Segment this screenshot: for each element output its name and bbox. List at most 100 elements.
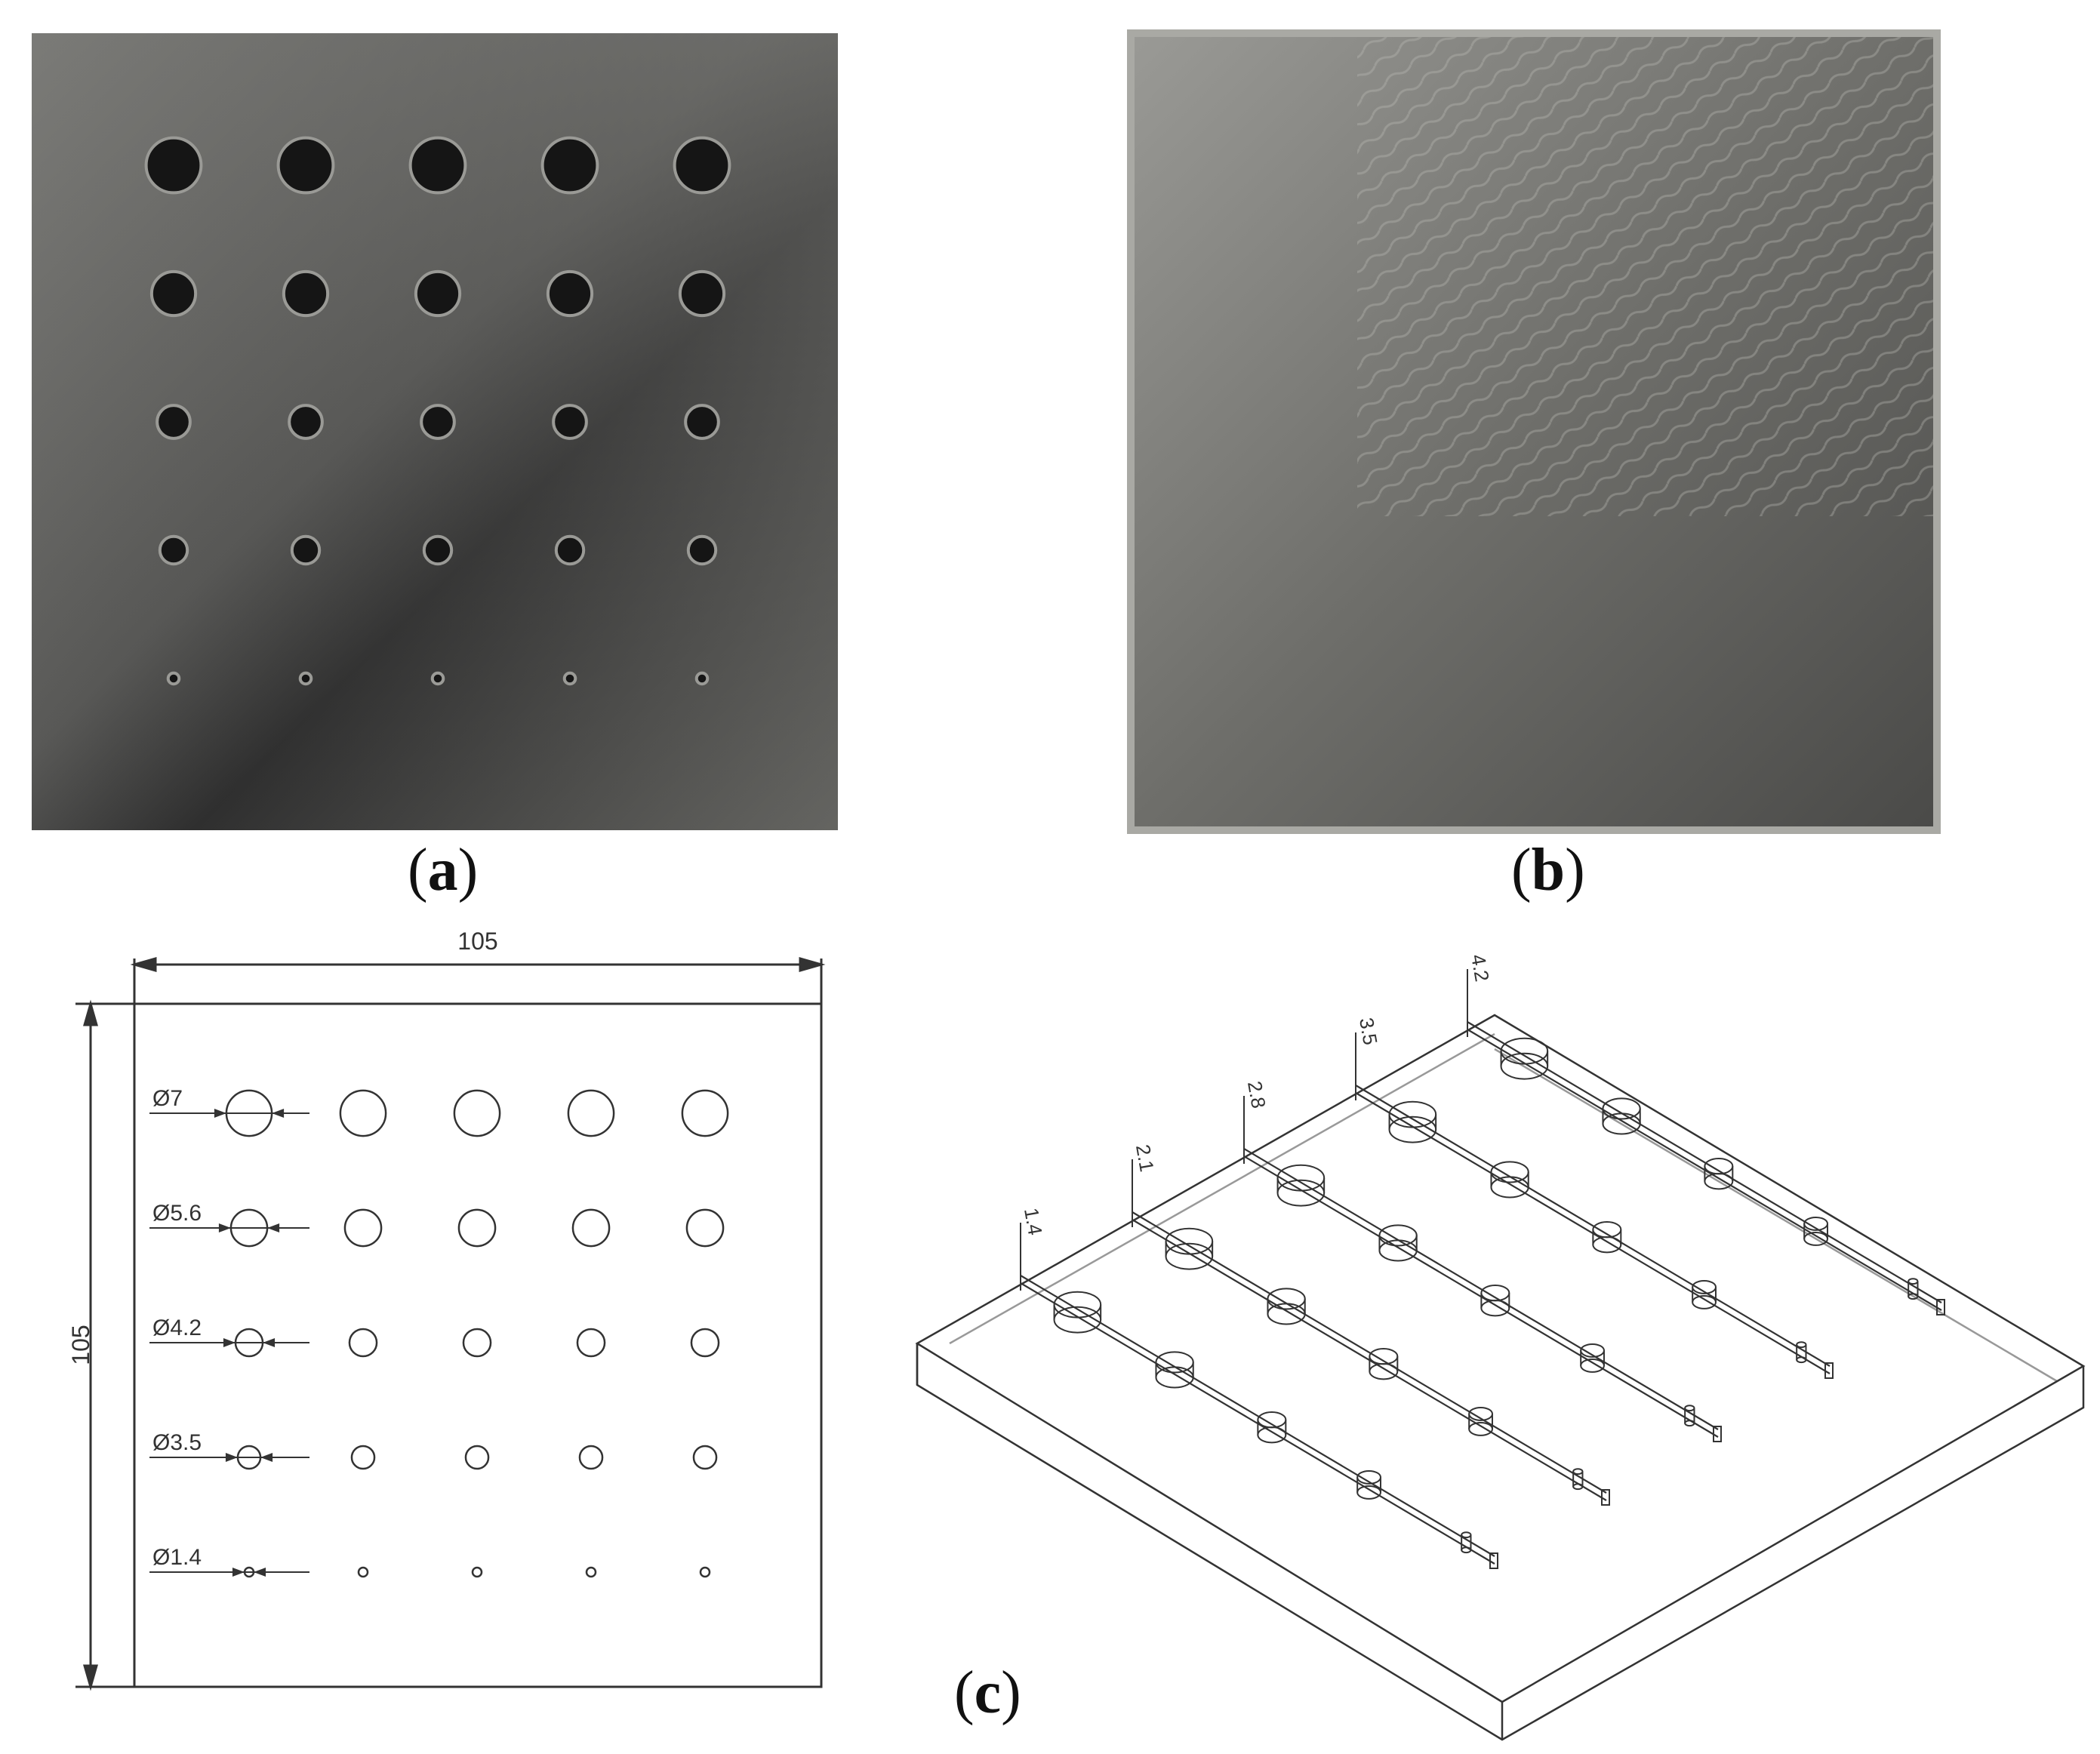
iso-hole — [1580, 1343, 1605, 1373]
photo-hole — [694, 671, 710, 686]
iso-hole — [1490, 1161, 1529, 1199]
plate-photo-a — [32, 33, 838, 830]
drawing-hole — [453, 1089, 501, 1137]
drawing-hole — [462, 1328, 492, 1358]
iso-channel: 3.5 — [1355, 1016, 1834, 1379]
iso-channel: 1.4 — [1020, 1206, 1498, 1569]
iso-hole — [1572, 1468, 1584, 1491]
iso-hole — [1276, 1164, 1326, 1207]
row-diameter-label: Ø4.2 — [152, 1316, 202, 1340]
drawing-hole — [339, 1089, 387, 1137]
panel-label-a: (a) — [408, 837, 479, 903]
photo-hole — [540, 136, 599, 195]
photo-panel-a — [32, 33, 838, 830]
drawing-hole — [571, 1208, 611, 1248]
photo-hole — [546, 269, 594, 318]
iso-hole — [1267, 1288, 1306, 1325]
photo-hole — [552, 404, 588, 440]
photo-hole — [298, 671, 313, 686]
depth-label: 2.1 — [1132, 1143, 1159, 1174]
leader-arrow — [232, 1568, 245, 1577]
drawing-hole — [685, 1208, 725, 1248]
plate-outline — [133, 1002, 823, 1688]
iso-hole — [1592, 1220, 1622, 1254]
iso-top-face — [915, 1014, 2086, 1703]
iso-channels: 1.4 2.1 2.8 3.5 4.2 — [1020, 952, 1945, 1569]
drawing-hole — [471, 1566, 483, 1578]
photo-hole — [155, 404, 192, 440]
photo-hole — [290, 534, 322, 566]
drawing-hole-grid — [225, 1089, 729, 1578]
row-diameter-label: Ø3.5 — [152, 1430, 202, 1455]
iso-hole — [1155, 1351, 1194, 1389]
row-diameter-label: Ø7 — [152, 1086, 183, 1111]
drawing-hole — [681, 1089, 729, 1137]
row-diameter-label: Ø1.4 — [152, 1545, 202, 1570]
photo-hole — [144, 136, 203, 195]
leader-arrow — [225, 1453, 238, 1462]
leader-arrow — [254, 1568, 266, 1577]
photo-hole — [288, 404, 324, 440]
drawing-hole — [343, 1208, 383, 1248]
leader-arrow — [223, 1338, 236, 1347]
photo-hole — [554, 534, 586, 566]
iso-channel: 2.8 — [1243, 1079, 1722, 1442]
drawing-hole — [348, 1328, 378, 1358]
iso-hole — [1602, 1097, 1641, 1135]
leader-arrow — [214, 1109, 226, 1118]
height-dimension-label: 105 — [67, 1325, 94, 1365]
photo-hole — [414, 269, 462, 318]
photo-hole — [422, 534, 454, 566]
photo-hole — [408, 136, 467, 195]
photo-hole — [686, 534, 718, 566]
photo-hole — [562, 671, 577, 686]
iso-hole — [1461, 1531, 1472, 1554]
panel-label-b: (b) — [1511, 837, 1585, 903]
depth-label: 4.2 — [1467, 952, 1494, 983]
drawing-hole — [576, 1328, 606, 1358]
iso-channel: 2.1 — [1132, 1143, 1610, 1506]
drawing-hole — [578, 1445, 604, 1470]
iso-hole — [1053, 1291, 1102, 1334]
photo-hole — [684, 404, 720, 440]
photo-hole — [673, 136, 731, 195]
photo-hole — [282, 269, 330, 318]
depth-label: 3.5 — [1355, 1016, 1382, 1047]
iso-hole — [1480, 1284, 1510, 1317]
row-diameter-label: Ø5.6 — [152, 1201, 202, 1226]
iso-hole — [1796, 1341, 1807, 1364]
drawing-hole — [350, 1445, 376, 1470]
iso-hole — [1500, 1037, 1549, 1080]
iso-channel: 4.2 — [1467, 952, 1945, 1316]
photo-hole — [158, 534, 189, 566]
width-dimension-label: 105 — [457, 928, 497, 955]
iso-hole — [1468, 1406, 1493, 1436]
photo-hole — [276, 136, 335, 195]
leader-arrow — [272, 1109, 285, 1118]
plate-photo-b — [1127, 29, 1941, 834]
depth-label: 2.8 — [1243, 1079, 1270, 1110]
leader-arrow — [218, 1223, 231, 1232]
drawing-hole — [567, 1089, 615, 1137]
iso-hole — [1369, 1347, 1399, 1380]
drawing-hole — [464, 1445, 490, 1470]
drawing-hole — [699, 1566, 711, 1578]
iso-hole — [1378, 1224, 1418, 1262]
drawing-hole — [692, 1445, 718, 1470]
depth-label: 1.4 — [1020, 1206, 1047, 1237]
leader-arrow — [267, 1223, 280, 1232]
iso-hole — [1388, 1100, 1437, 1143]
photo-panel-b — [1127, 29, 1941, 834]
iso-hole — [1704, 1157, 1734, 1190]
drawing-hole — [457, 1208, 497, 1248]
photo-hole — [420, 404, 456, 440]
iso-hole — [1803, 1216, 1828, 1246]
iso-hole — [1257, 1411, 1287, 1444]
drawing-hole — [357, 1566, 369, 1578]
iso-hole — [1684, 1405, 1695, 1427]
drawing-hole — [585, 1566, 597, 1578]
photo-hole — [149, 269, 198, 318]
panel-label-c: (c) — [954, 1660, 1021, 1726]
